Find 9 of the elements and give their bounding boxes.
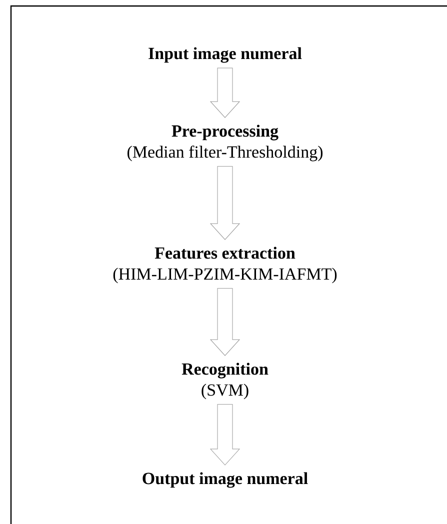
step-text: Input image numeral: [148, 47, 302, 63]
block-arrow: [210, 68, 240, 118]
block-arrow: [210, 288, 240, 356]
block-arrow: [210, 166, 240, 240]
step-text: Pre-processing (Median filter-Thresholding): [128, 124, 323, 162]
step-text: Features extraction (HIM-LIM-PZIM-KIM-IAFMT): [113, 246, 337, 284]
block-arrow: [210, 404, 240, 466]
step-text: Output image numeral: [142, 472, 308, 488]
step-text: Recognition (SVM): [182, 362, 268, 400]
